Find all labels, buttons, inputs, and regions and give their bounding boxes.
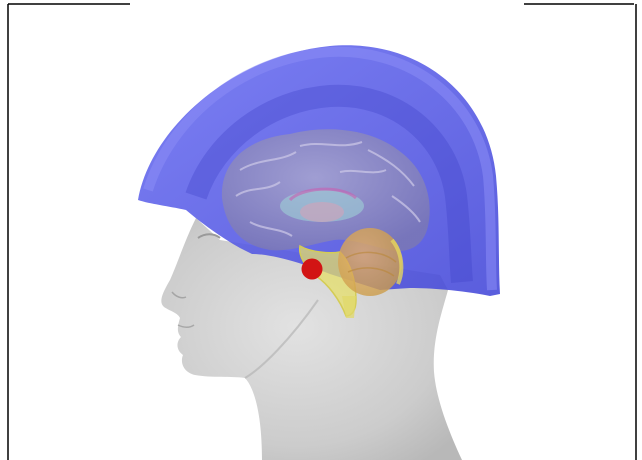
thalamus xyxy=(300,202,344,222)
impact-marker xyxy=(302,259,323,280)
cerebellum xyxy=(338,228,402,296)
